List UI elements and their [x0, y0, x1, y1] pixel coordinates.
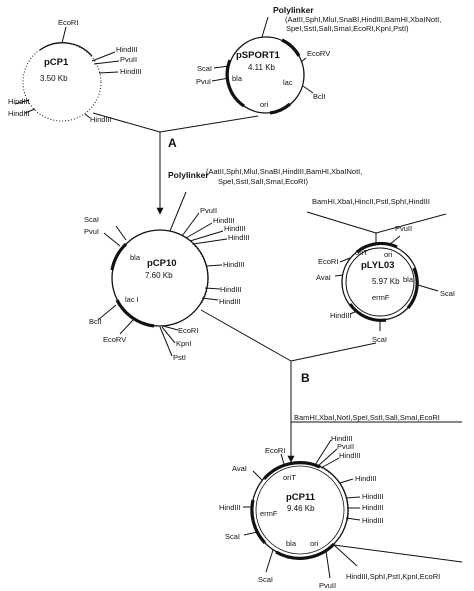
step-a-connector: A	[92, 112, 259, 215]
pcp10-site-hindiii-2: HindIII	[224, 224, 246, 233]
plylo3-bla-gene	[406, 267, 419, 310]
plylo3-ermf: ermF	[372, 293, 390, 302]
pcp11-site-pvuii-t: PvuII	[337, 442, 354, 451]
plylo3-site-hindiii: HindIII	[330, 311, 352, 320]
pcp11-bla-ori-region	[275, 542, 336, 560]
plylo3-site-scai-r: ScaI	[440, 289, 455, 298]
pcp11-ermf-gene	[250, 499, 267, 545]
pcp10-site-hindiii-5: HindIII	[220, 285, 242, 294]
plasmid-pcp10: pCP10 7.60 Kb bla lac I Polylinker (AatI…	[84, 167, 362, 362]
pcp1-segment	[39, 42, 93, 57]
pcp10-backbone	[111, 229, 209, 327]
pcp10-site-hindiii-6: HindIII	[219, 297, 241, 306]
pcp10-site-hindiii-3: HindIII	[228, 233, 250, 242]
pcp11-orit: oriT	[283, 473, 296, 482]
pcp1-site-hindiii-e: HindIII	[90, 115, 112, 124]
pcp10-site-hindiii-4: HindIII	[223, 260, 245, 269]
psport1-name: pSPORT1	[236, 50, 281, 61]
pcp11-site-aval: AvaI	[232, 464, 247, 473]
pcp11-site-hindiii-l: HindIII	[219, 503, 241, 512]
psport1-polylinker-title: Polylinker	[273, 5, 314, 15]
pcp1-site-hindiii-d: HindIII	[8, 109, 30, 118]
plylo3-size: 5.97 Kb	[372, 277, 400, 286]
pcp11-site-scai-l: ScaI	[225, 532, 240, 541]
pcp10-polylinker-line1: (AatII,SphI,MluI,SnaBI,HindIII,BamHI,Xba…	[206, 167, 362, 176]
pcp11-site-hindiii-5: HindIII	[362, 503, 384, 512]
plylo3-site-pvuii: PvuII	[395, 224, 412, 233]
psport1-ori: ori	[260, 100, 269, 109]
psport1-lac: lac	[283, 78, 293, 87]
plasmid-psport1: pSPORT1 4.11 Kb bla lac ori Polylinker (…	[196, 5, 441, 115]
pcp10-size: 7.60 Kb	[145, 271, 173, 280]
pcp11-site-hindiii-6: HindIII	[362, 516, 384, 525]
plasmid-pcp1: pCP1 3.50 Kb EcoRI HindIII PvuII HindIII…	[8, 18, 142, 124]
pcp11-site-ecori: EcoRI	[265, 446, 285, 455]
plylo3-linker: BamHI,XbaI,HincII,PstI,SphI,HindIII	[312, 197, 430, 206]
pcp11-size: 9.46 Kb	[287, 504, 315, 513]
pcp10-site-psti: PstI	[173, 353, 186, 362]
psport1-polylinker-line1: (AatII,SphI,MluI,SnaBI,HindIII,BamHI,Xba…	[285, 15, 441, 24]
pcp1-site-ecori: EcoRI	[58, 18, 78, 27]
psport1-bla: bla	[232, 74, 243, 83]
pcp11-site-hindiii-3: HindIII	[355, 474, 377, 483]
pcp11-name: pCP11	[286, 492, 316, 503]
step-b-connector: B	[200, 309, 377, 463]
plylo3-ori: ori	[384, 250, 393, 259]
plasmid-plylo3: pLYL03 5.97 Kb oriT ori bla ermF BamHI,X…	[306, 197, 455, 344]
plylo3-site-aval: AvaI	[316, 273, 331, 282]
pcp10-lac-gene	[115, 299, 155, 328]
pcp11-orit-region	[262, 461, 321, 481]
pcp11-site-hindiii-4: HindIII	[362, 492, 384, 501]
psport1-site-pvui: PvuI	[196, 77, 211, 86]
plylo3-name: pLYL03	[361, 260, 394, 271]
pcp11-linker-bottom: HindIII,SphI,PstI,KpnI,EcoRI	[346, 572, 440, 581]
psport1-site-ecorv: EcoRV	[307, 49, 330, 58]
pcp1-site-pvuii: PvuII	[120, 55, 137, 64]
pcp11-ermf: ermF	[260, 509, 278, 518]
plylo3-bla: bla	[403, 275, 414, 284]
pcp10-lac: lac I	[125, 295, 139, 304]
pcp11-bla: bla	[286, 539, 297, 548]
pcp10-site-kpni: KpnI	[176, 339, 191, 348]
pcp10-polylinker-line2: SpeI,SstI,SalI,SmaI,EcoRI)	[218, 177, 309, 186]
pcp11-site-scai-b: ScaI	[258, 575, 273, 584]
psport1-ori-region	[269, 102, 292, 115]
pcp1-name: pCP1	[44, 57, 69, 68]
step-b-label: B	[301, 371, 310, 385]
pcp10-site-ecorv: EcoRV	[103, 335, 126, 344]
plylo3-site-scai-b: ScaI	[372, 335, 387, 344]
pcp1-site-hindiii-a: HindIII	[116, 45, 138, 54]
pcp11-site-hindiii-2: HindIII	[339, 451, 361, 460]
psport1-lac-gene	[281, 38, 301, 57]
pcp10-bla: bla	[130, 253, 141, 262]
pcp10-site-pvui: PvuI	[84, 227, 99, 236]
pcp1-site-hindiii-b: HindIII	[120, 67, 142, 76]
pcp10-site-hindiii-1: HindIII	[213, 216, 235, 225]
pcp10-name: pCP10	[147, 258, 177, 269]
plasmid-pcp11: pCP11 9.46 Kb oriT ermF bla ori BamHI,Xb…	[219, 413, 463, 590]
pcp10-site-pvuii: PvuII	[200, 206, 217, 215]
pcp11-site-pvuii-b: PvuII	[319, 581, 336, 590]
psport1-bla-gene	[225, 59, 245, 108]
psport1-site-bcli: BclI	[313, 92, 326, 101]
pcp10-site-bcli: BclI	[89, 317, 102, 326]
pcp10-polylinker-title: Polylinker	[168, 170, 209, 180]
pcp11-site-hindiii-1: HindIII	[331, 434, 353, 443]
pcp11-linker-top: BamHI,XbaI,NotI,SpeI,SstI,SalI,SmaI,EcoR…	[294, 413, 440, 422]
pcp1-site-hindiii-c: HindIII	[8, 97, 30, 106]
pcp1-size: 3.50 Kb	[40, 74, 68, 83]
psport1-site-scai: ScaI	[197, 64, 212, 73]
plylo3-ermf-gene	[348, 303, 387, 322]
plylo3-site-ecori: EcoRI	[318, 257, 338, 266]
step-a-label: A	[168, 136, 177, 150]
psport1-size: 4.11 Kb	[248, 63, 276, 72]
pcp10-bla-gene	[110, 242, 128, 271]
pcp10-site-scai: ScaI	[84, 215, 99, 224]
psport1-polylinker-line2: SpeI,SstI,SalI,SmaI,EcoRI,KpnI,PstI)	[286, 24, 409, 33]
plylo3-orit: oriT	[355, 248, 368, 257]
pcp11-ori: ori	[310, 539, 319, 548]
pcp10-site-ecori: EcoRI	[178, 326, 198, 335]
